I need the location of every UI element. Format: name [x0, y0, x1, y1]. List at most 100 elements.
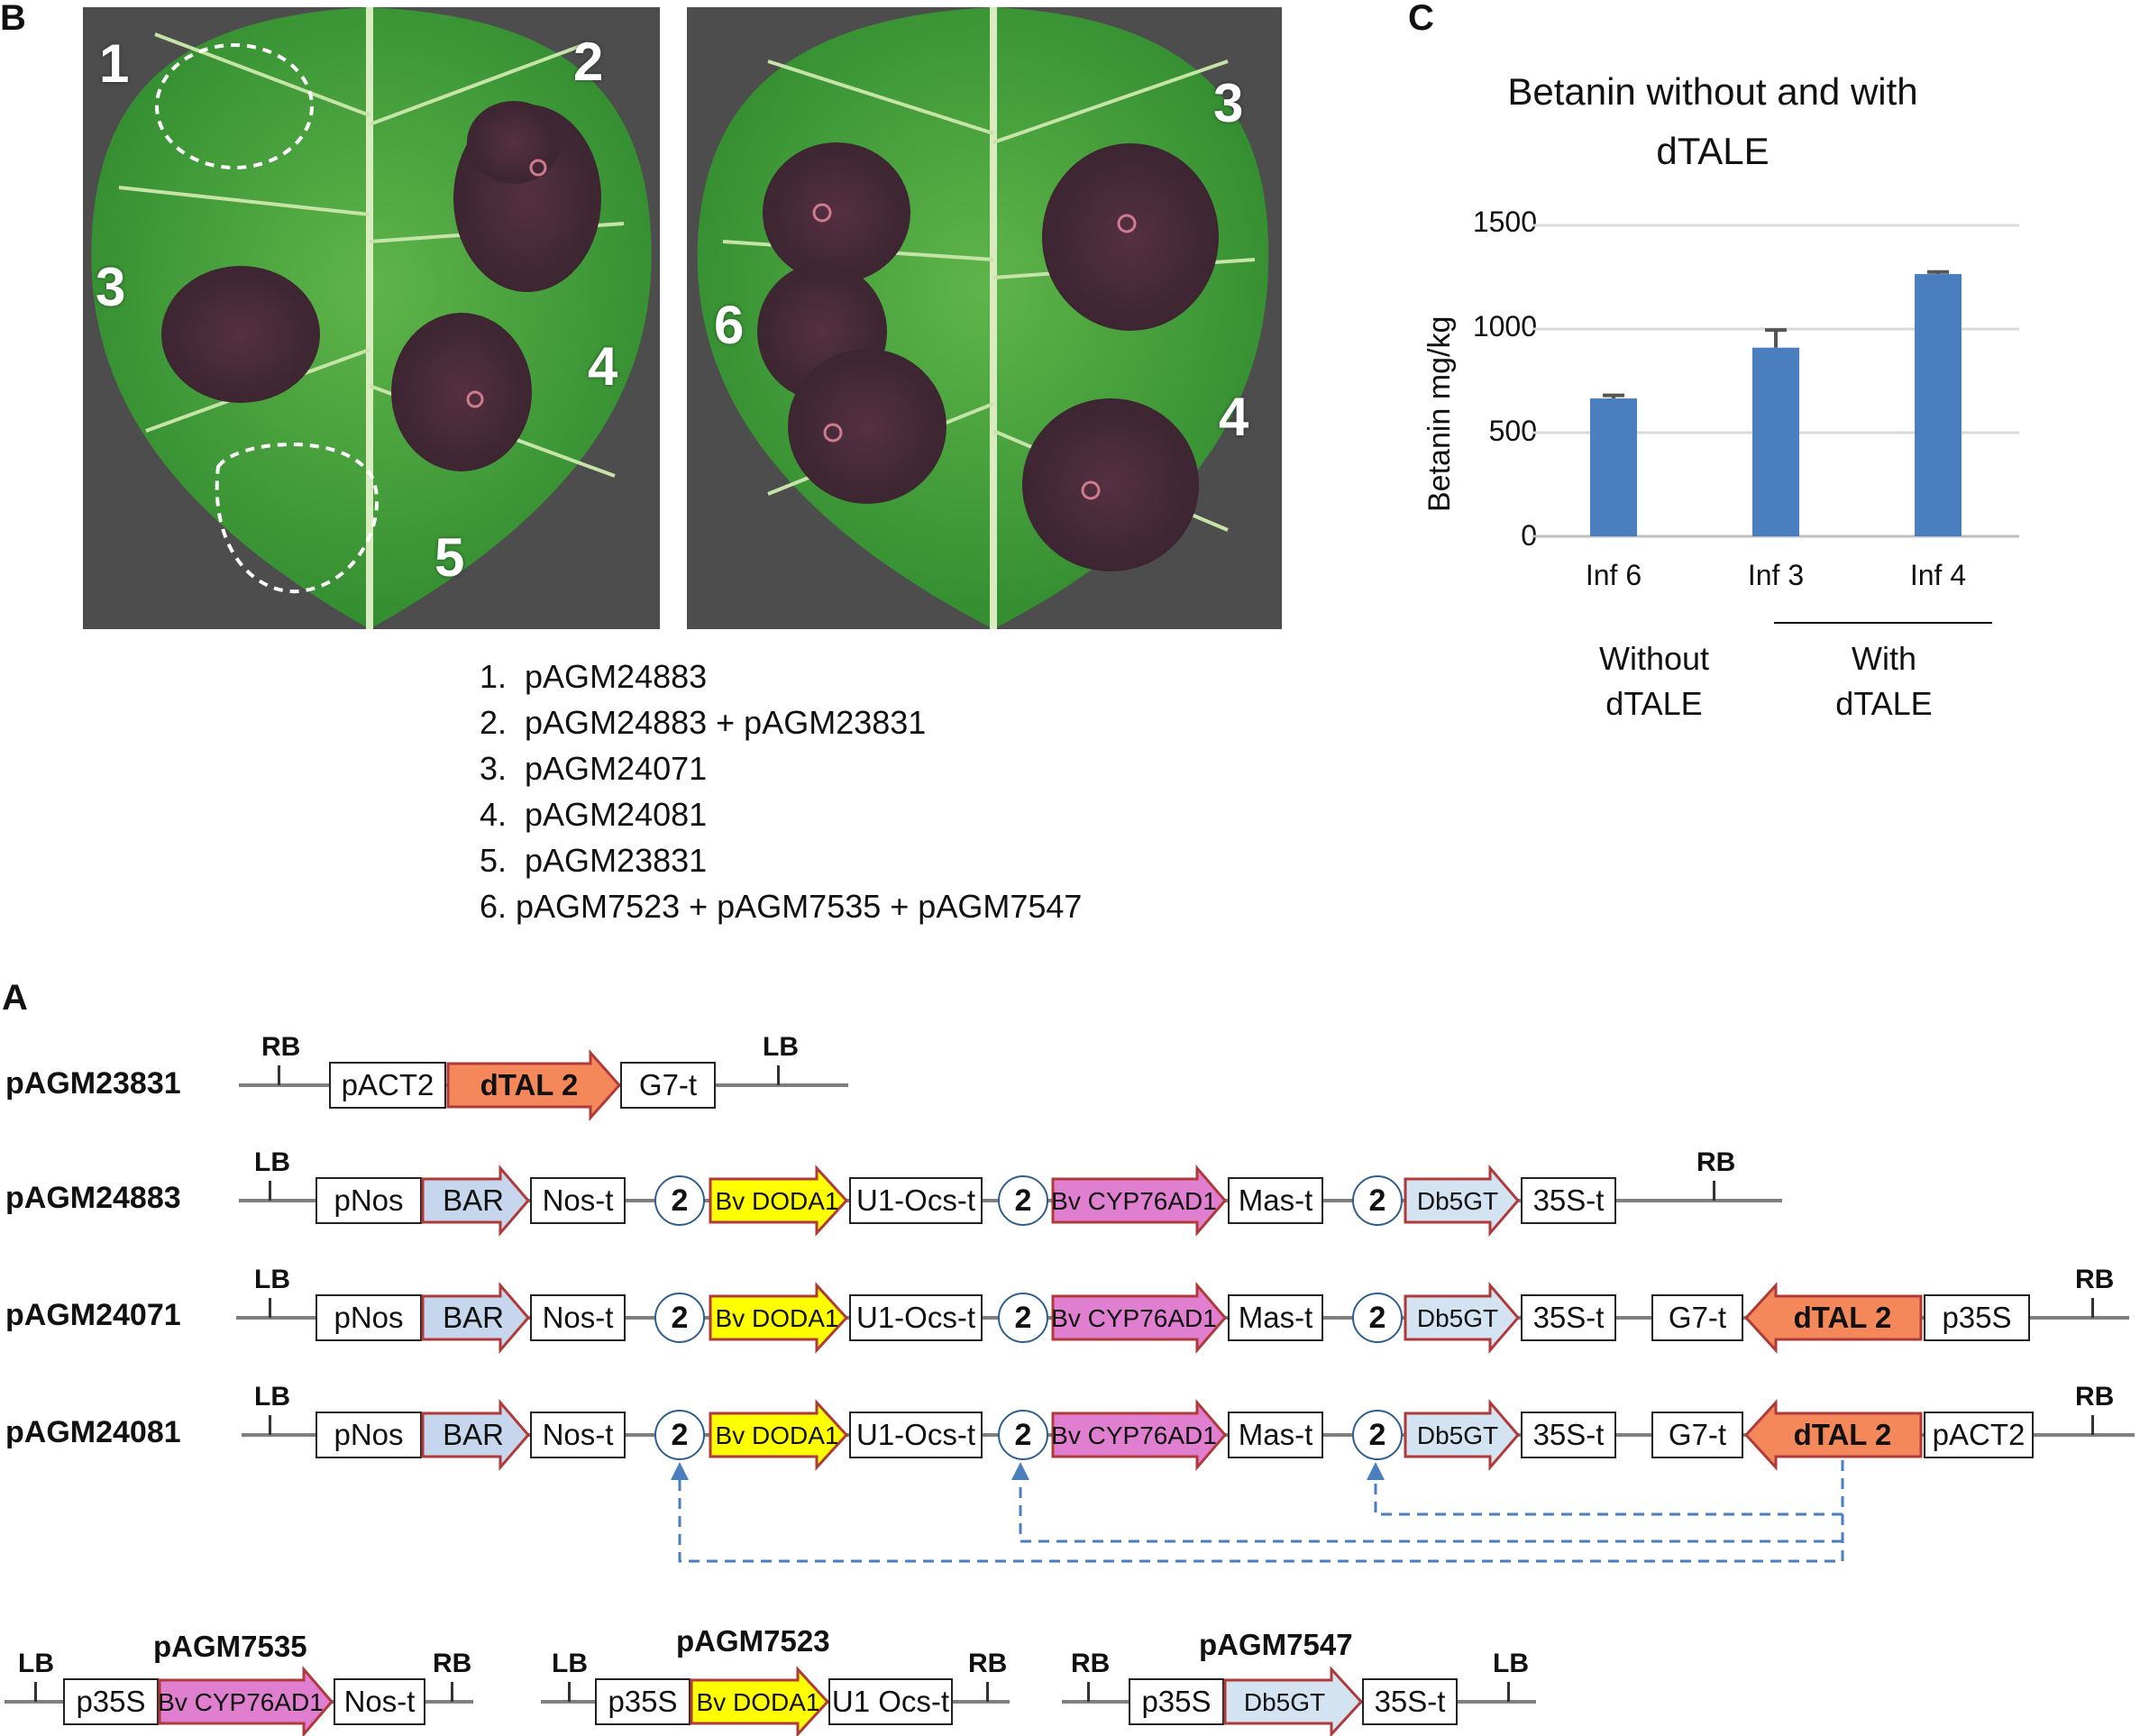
y-tick-label: 500 — [1488, 415, 1537, 447]
legend-item: 2. pAGM24883 + pAGM23831 — [480, 704, 927, 741]
lb-label: LB — [254, 1382, 290, 1412]
bar — [1752, 347, 1799, 536]
chart-title-line2: dTALE — [1656, 130, 1770, 172]
group-with-label: With dTALE — [1798, 636, 1970, 726]
legend-item: 1. pAGM24883 — [480, 658, 708, 695]
terminator-box: U1-Ocs-t — [849, 1412, 983, 1458]
dtal-activation-arrows — [671, 1460, 1844, 1563]
gene-label: dTAL 2 — [1794, 1418, 1892, 1451]
border-tick — [777, 1065, 780, 1085]
rb-label: RB — [2075, 1382, 2115, 1412]
panel-label-b: B — [0, 0, 26, 38]
promoter-box: p35S — [1129, 1678, 1224, 1725]
bvdoda1-gene-arrow: Bv DODA1 — [709, 1399, 849, 1471]
leaf-label-3-right: 3 — [1213, 73, 1244, 133]
group-with-line1: With — [1852, 640, 1916, 677]
border-tick — [278, 1065, 280, 1085]
gene-label: BAR — [443, 1418, 504, 1451]
border-tick — [451, 1682, 453, 1702]
bar-gene-arrow: BAR — [421, 1398, 530, 1472]
promoter-box: pACT2 — [329, 1062, 446, 1109]
target-site-circle: 2 — [654, 1410, 705, 1460]
construct-name: pAGM24883 — [5, 1181, 181, 1215]
terminator-box: G7-t — [620, 1062, 716, 1109]
terminator-box: Mas-t — [1228, 1294, 1323, 1341]
border-tick — [269, 1181, 271, 1201]
border-tick — [269, 1415, 271, 1435]
gene-label: Bv CYP76AD1 — [1051, 1187, 1217, 1215]
group-without-line2: dTALE — [1605, 685, 1703, 722]
target-site-circle: 2 — [998, 1410, 1048, 1460]
terminator-box: U1-Ocs-t — [849, 1177, 983, 1224]
bar-gene-arrow: BAR — [421, 1281, 530, 1355]
leaf-photo-right: 3 6 4 — [687, 7, 1282, 629]
terminator-box: G7-t — [1651, 1294, 1743, 1341]
bvdoda1-gene-arrow: Bv DODA1 — [690, 1666, 830, 1736]
terminator-box: G7-t — [1651, 1412, 1743, 1458]
construct-name: pAGM24071 — [5, 1298, 181, 1332]
border-tick — [1507, 1682, 1510, 1702]
error-bar — [1765, 328, 1787, 348]
terminator-box: Mas-t — [1228, 1177, 1323, 1224]
promoter-box: pNos — [316, 1294, 422, 1341]
leaf-label-1: 1 — [99, 33, 130, 94]
gene-label: Bv DODA1 — [716, 1421, 839, 1449]
lb-label: LB — [254, 1265, 290, 1294]
construct-name: pAGM7547 — [1199, 1628, 1353, 1661]
x-tick-label: Inf 3 — [1747, 559, 1805, 591]
dtal2-gene-arrow: dTAL 2 — [1743, 1282, 1923, 1354]
promoter-box: p35S — [1924, 1294, 2030, 1341]
terminator-box: U1 Ocs-t — [828, 1678, 953, 1725]
promoter-box: pNos — [316, 1412, 422, 1458]
border-tick — [2091, 1298, 2094, 1318]
target-site-circle: 2 — [1352, 1293, 1403, 1343]
terminator-box: 35S-t — [1362, 1678, 1458, 1725]
border-tick — [568, 1682, 571, 1702]
x-tick-label: Inf 4 — [1909, 559, 1967, 591]
bar — [1590, 398, 1637, 536]
leaf-photo-left: 1 2 3 4 5 — [83, 7, 660, 629]
gene-label: BAR — [443, 1301, 504, 1334]
bar-gene-arrow: BAR — [421, 1164, 530, 1238]
x-tick-label: Inf 6 — [1585, 559, 1642, 591]
terminator-box: 35S-t — [1521, 1177, 1616, 1224]
dtal2-gene-arrow: dTAL 2 — [1743, 1399, 1923, 1471]
promoter-box: pACT2 — [1924, 1412, 2034, 1458]
target-site-circle: 2 — [1352, 1175, 1403, 1226]
border-tick — [1087, 1682, 1090, 1702]
lb-label: LB — [18, 1649, 54, 1678]
rb-label: RB — [1071, 1649, 1111, 1678]
lb-label: LB — [254, 1147, 290, 1177]
gene-label: Bv CYP76AD1 — [1051, 1421, 1217, 1449]
promoter-box: p35S — [595, 1678, 690, 1725]
with-group-bracket — [1774, 622, 1992, 624]
db5gt-gene-arrow: Db5GT — [1404, 1398, 1520, 1472]
gene-label: Bv DODA1 — [716, 1187, 839, 1215]
terminator-box: Nos-t — [530, 1412, 626, 1458]
leaf-label-6: 6 — [714, 295, 745, 355]
leaf-left-image — [91, 7, 652, 629]
bvdoda1-gene-arrow: Bv DODA1 — [709, 1165, 849, 1237]
legend-item: 3. pAGM24071 — [480, 750, 708, 787]
gene-label: Bv DODA1 — [697, 1688, 820, 1716]
leaf-label-3: 3 — [96, 257, 126, 317]
error-bar — [1927, 270, 1949, 275]
construct-name: pAGM7535 — [153, 1630, 307, 1663]
terminator-box: 35S-t — [1521, 1294, 1616, 1341]
betanin-bar-chart — [1532, 224, 2019, 538]
target-site-circle: 2 — [654, 1293, 705, 1343]
target-site-circle: 2 — [998, 1293, 1048, 1343]
terminator-box: Nos-t — [334, 1678, 425, 1725]
target-site-circle: 2 — [654, 1175, 705, 1226]
legend-item: 6. pAGM7523 + pAGM7535 + pAGM7547 — [480, 888, 1083, 925]
construct-name: pAGM7523 — [676, 1624, 830, 1658]
rb-label: RB — [1696, 1147, 1736, 1177]
border-tick — [986, 1682, 989, 1702]
group-without-line1: Without — [1598, 640, 1710, 677]
db5gt-gene-arrow: Db5GT — [1404, 1281, 1520, 1355]
bvcyp76ad1-gene-arrow: Bv CYP76AD1 — [158, 1665, 334, 1736]
gene-label: Bv DODA1 — [716, 1304, 839, 1332]
dtal2-gene-arrow: dTAL 2 — [446, 1049, 622, 1121]
error-bar — [1603, 393, 1624, 399]
leaf-label-5: 5 — [434, 527, 465, 588]
